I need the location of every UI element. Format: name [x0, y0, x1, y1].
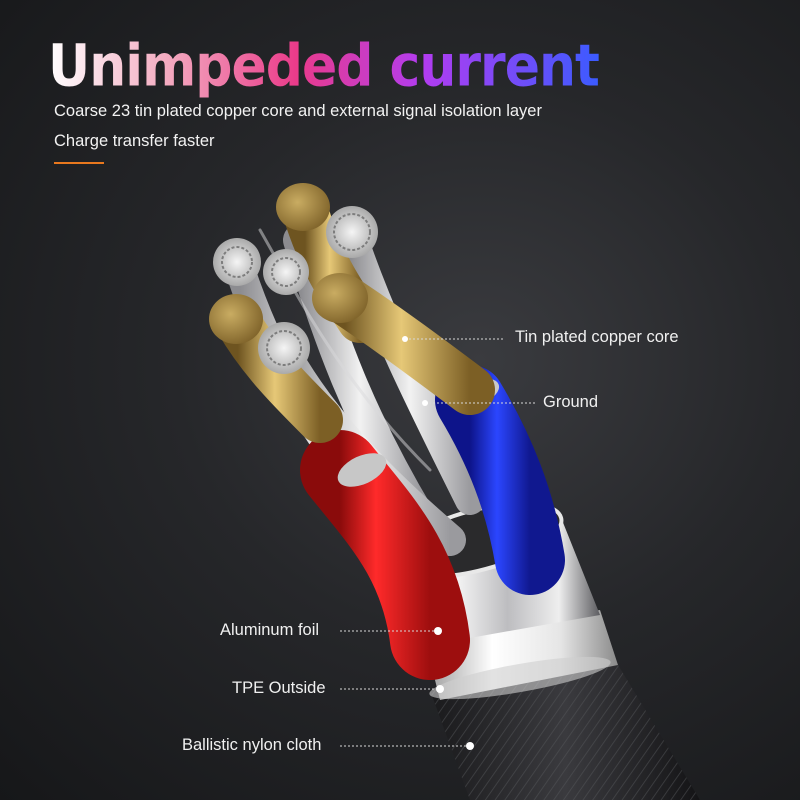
tin-plated-cores [209, 183, 495, 443]
accent-underline [54, 162, 104, 164]
label-tin-plated-copper-core: Tin plated copper core [515, 328, 679, 346]
label-ballistic-nylon-cloth: Ballistic nylon cloth [182, 736, 322, 754]
label-aluminum-foil: Aluminum foil [220, 621, 320, 639]
subtitle-line-1: Coarse 23 tin plated copper core and ext… [54, 102, 542, 120]
headline: Unimpeded current [48, 26, 600, 107]
subtitle-line-2: Charge transfer faster [54, 132, 215, 150]
label-ground: Ground [543, 393, 599, 411]
callout-lines [340, 336, 535, 750]
label-tpe-outside: TPE Outside [232, 679, 326, 697]
stranded-wire-ends [213, 206, 378, 374]
red-wire [300, 430, 470, 680]
